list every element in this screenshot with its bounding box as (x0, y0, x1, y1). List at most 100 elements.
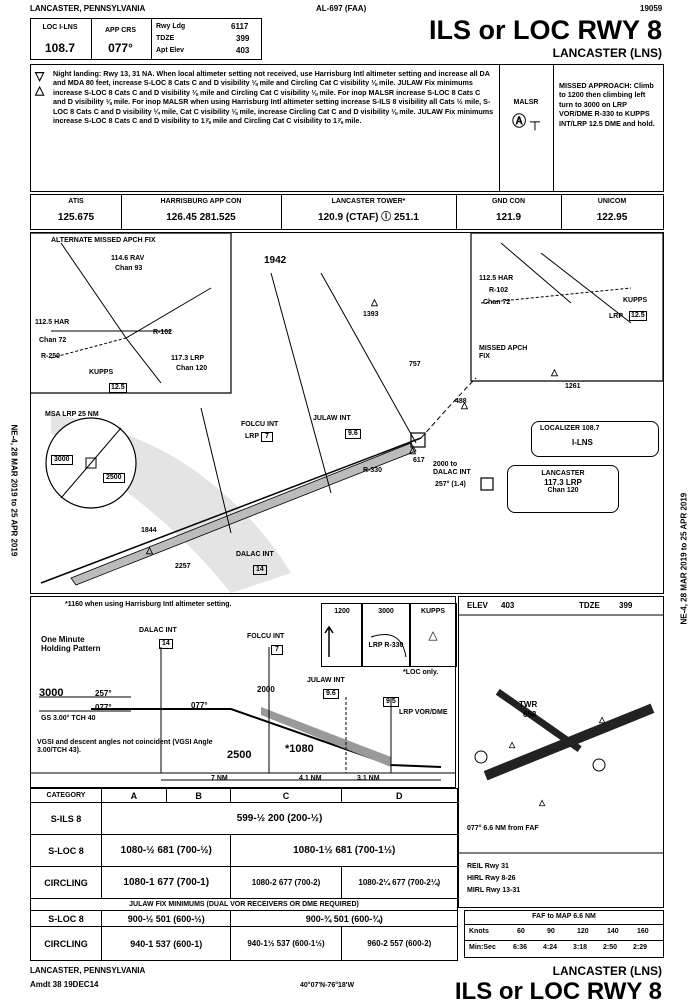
min-header: D (340, 788, 459, 803)
alt-missed-label: ALTERNATE MISSED APCH FIX (51, 237, 156, 244)
elev-value: 403 (501, 601, 515, 610)
obstacle-symbol: △ (408, 445, 417, 455)
julaw-sloc-cd: 900-¾ 501 (600-¾) (230, 910, 458, 927)
comm-cell-atis: ATIS 125.675 (31, 195, 122, 229)
comm-freq: 121.9 (495, 212, 522, 223)
inset-line (50, 337, 127, 359)
inset-line (125, 337, 162, 384)
comm-freq: 122.95 (596, 212, 628, 223)
inset-line (125, 287, 212, 339)
comm-label: GND CON (491, 198, 526, 205)
min-sloc-ab: 1080-½ 681 (700-½) (100, 834, 232, 867)
profile-dist-3: 3.1 NM (357, 775, 380, 782)
alt-missed-radial: 114.6 RAV (111, 255, 145, 262)
malsr-label: MALSR (513, 99, 539, 106)
lrp-inset: 117.3 LRP (171, 355, 205, 362)
side-date-right: NE-4, 28 MAR 2019 to 25 APR 2019 (679, 492, 689, 625)
comm-label: LANCASTER TOWER* (331, 198, 406, 205)
hirl-note: HIRL Rwy 8-26 (467, 875, 516, 882)
comm-freq: 126.45 281.525 (166, 212, 236, 223)
faf-map-rule-2 (465, 940, 663, 941)
comm-cell-tower: LANCASTER TOWER* 120.9 (CTAF) ⓛ 251.1 (281, 195, 457, 229)
folcu-dme: 7 (261, 432, 273, 442)
plan-view-drawing: △ △ △ △ △ (31, 233, 663, 593)
msa-center (85, 457, 97, 469)
alt-missed-chan: Chan 93 (115, 265, 143, 272)
r250-label: R-250 (41, 353, 61, 360)
profile-dalac: DALAC INT (139, 627, 177, 634)
min-row-label: CIRCLING (30, 866, 102, 899)
notes-divider-2 (553, 65, 554, 191)
min-circ-c: 1080-2 677 (700-2) (230, 866, 342, 899)
lrp-r330: R-330 (363, 467, 383, 474)
harrisburg-vor-right: 112.5 HAR (479, 275, 514, 282)
knots-160: 160 (637, 928, 649, 935)
obstacle-symbol: △ (460, 400, 469, 410)
footer-coords: 40°07'N-76°18'W (300, 982, 355, 989)
profile-lrp-dme: 9.5 (383, 697, 399, 707)
comm-label: HARRISBURG APP CON (160, 198, 242, 205)
profile-crs-077b: 077° (191, 701, 208, 710)
one-minute-holding: One Minute Holding Pattern (41, 635, 101, 653)
missed-turn (370, 634, 407, 658)
dalac-label: DALAC INT (236, 551, 274, 558)
app-crs-label: APP CRS (105, 27, 136, 34)
msa-divider (60, 427, 122, 499)
min-circ-d: 1080-2¼ 677 (700-2¼) (340, 866, 459, 899)
tdze-label-diagram: TDZE (579, 601, 600, 610)
harrisburg-chan-right: Chan 72 (483, 299, 511, 306)
profile-view: *1160 when using Harrisburg Intl altimet… (30, 596, 457, 788)
minsec-120: 3:18 (573, 944, 588, 951)
profile-drawing (31, 625, 455, 781)
warning-icon: ▽△ (35, 69, 45, 97)
lancaster-vor-chan: Chan 120 (547, 487, 579, 494)
folcu-lrp: LRP (245, 433, 259, 440)
comm-cell-app: HARRISBURG APP CON 126.45 281.525 (121, 195, 282, 229)
dalac-dme: 14 (253, 565, 267, 575)
vor-circle (592, 758, 606, 772)
loc-freq: 108.7 (44, 41, 76, 55)
header-location: LANCASTER, PENNSYLVANIA (30, 4, 146, 13)
inset-line (500, 242, 572, 304)
profile-alt-3000: 3000 (39, 687, 64, 699)
comm-cell-gnd: GND CON 121.9 (456, 195, 562, 229)
runway-13-31 (495, 688, 582, 752)
msa-alt-2: 2500 (103, 473, 125, 483)
dalac-2000b: 257° (1.4) (435, 481, 466, 488)
radial-line (320, 272, 417, 444)
minsec-60: 6:36 (513, 944, 528, 951)
airport-diagram: ELEV 403 TDZE 399 TWR 658 △ △ △ 077° 6.6… (458, 596, 664, 908)
mapch-box-3: KUPPS △ (409, 603, 457, 667)
knots-120: 120 (577, 928, 589, 935)
holding-icon: △ (428, 628, 438, 642)
min-row-label: S-LOC 8 (30, 834, 102, 867)
obstacle-symbol: △ (145, 545, 154, 555)
julaw-circ-d: 960-2 557 (600-2) (340, 926, 459, 961)
min-sils: 599-½ 200 (200-½) (101, 802, 458, 835)
vor-symbol (480, 477, 494, 491)
knots-label: Knots (469, 928, 489, 935)
elev-1393: 1393 (363, 311, 379, 318)
comms-strip: ATIS 125.675 HARRISBURG APP CON 126.45 2… (30, 194, 664, 230)
minsec-140: 2:50 (603, 944, 618, 951)
comm-label: ATIS (68, 198, 84, 205)
gs-shading (261, 707, 391, 767)
reil-note: REIL Rwy 31 (467, 863, 509, 870)
elev-488: 488 (455, 398, 467, 405)
julaw-dme: 9.6 (345, 429, 361, 439)
radial-line (270, 272, 332, 494)
comm-freq: 125.675 (57, 212, 95, 223)
apt-elev: 403 (236, 46, 250, 55)
elev-1261: 1261 (565, 383, 581, 390)
comm-label: UNICOM (597, 198, 627, 205)
loc-feather (70, 442, 417, 586)
julaw-circ-ab: 940-1 537 (600-1) (100, 926, 232, 961)
julaw-header: JULAW FIX MINIMUMS (DUAL VOR RECEIVERS O… (30, 898, 458, 911)
min-circ-ab: 1080-1 677 (700-1) (100, 866, 232, 899)
profile-alt-2000: 2000 (257, 685, 275, 694)
min-row-label: S-ILS 8 (30, 802, 102, 835)
missed-approach-text: MISSED APPROACH: Climb to 1200 then clim… (559, 81, 655, 128)
minsec-160: 2:29 (633, 944, 648, 951)
lancaster-vor-label: LANCASTER (541, 470, 585, 477)
briefing-divider-1 (91, 19, 92, 59)
